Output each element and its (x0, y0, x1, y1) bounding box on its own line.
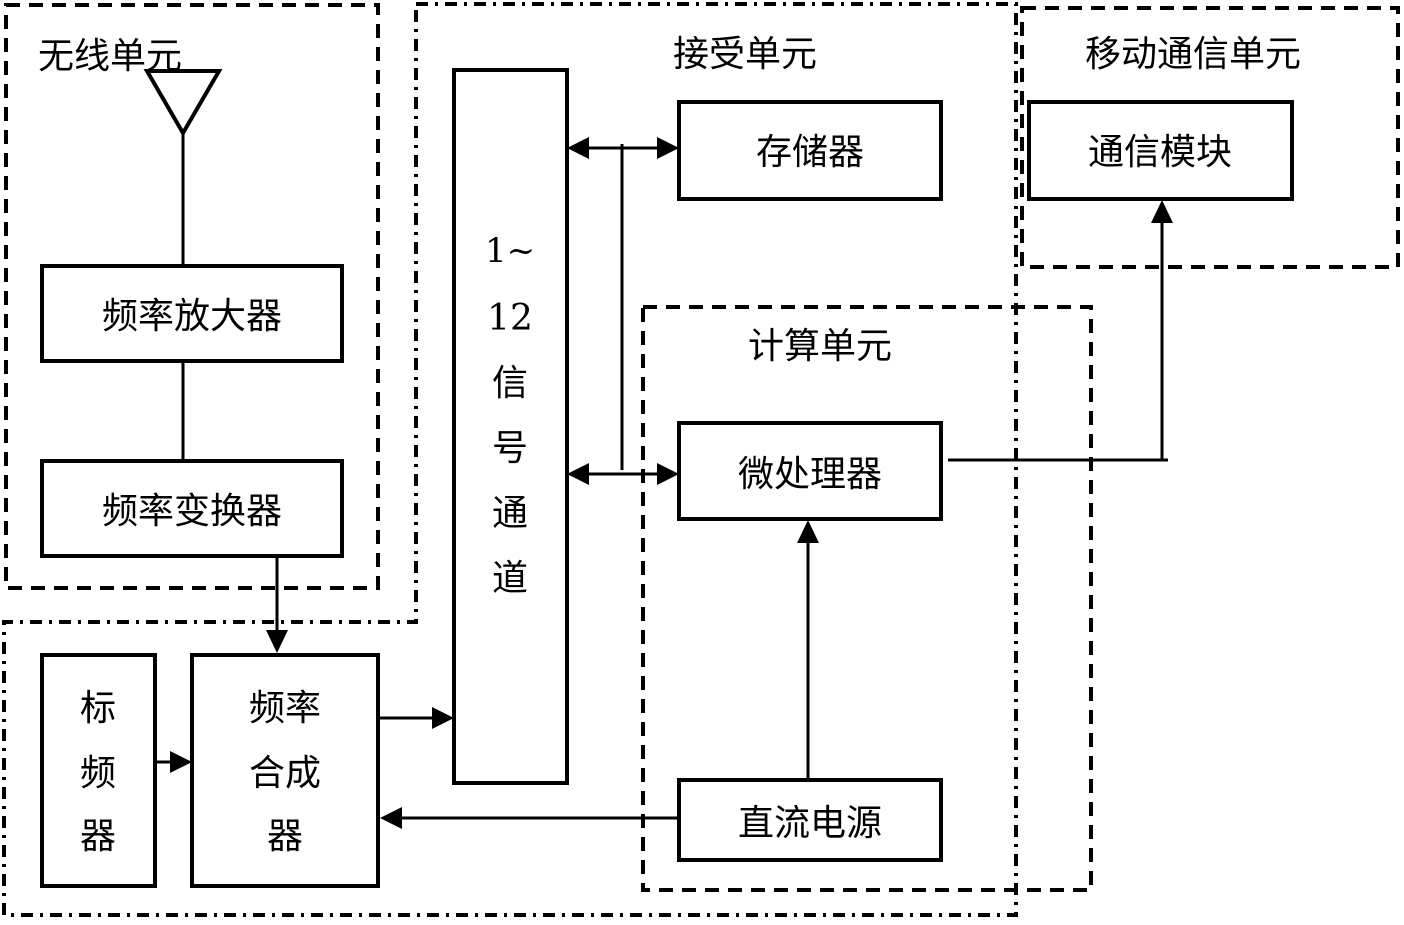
freq-converter-block: 频率变换器 (40, 459, 344, 558)
antenna-icon (143, 69, 223, 266)
svg-text:通信模块: 通信模块 (1088, 132, 1232, 173)
arrow-up-icon (1151, 200, 1173, 223)
svg-text:器: 器 (267, 816, 303, 857)
microprocessor-block: 微处理器 (677, 421, 943, 521)
ref-oscillator-block: 标 频 器 (40, 653, 157, 888)
svg-text:微处理器: 微处理器 (738, 454, 882, 495)
signal-channel-block: 1~ 12 信 号 通 道 (452, 68, 569, 785)
svg-text:直流电源: 直流电源 (738, 803, 882, 844)
svg-text:信: 信 (492, 363, 528, 404)
svg-text:器: 器 (80, 816, 116, 857)
micro-to-comm-wire (948, 222, 1168, 462)
comm-module-block: 通信模块 (1027, 100, 1294, 201)
svg-text:通: 通 (492, 493, 528, 534)
svg-text:号: 号 (492, 428, 528, 469)
arrow-up-icon (797, 520, 819, 543)
wireless-unit-border (4, 3, 380, 590)
svg-text:道: 道 (492, 558, 528, 599)
svg-text:12: 12 (487, 298, 533, 339)
receive-unit-title: 接受单元 (673, 34, 817, 75)
svg-text:存储器: 存储器 (756, 132, 864, 173)
svg-text:频: 频 (80, 753, 116, 794)
compute-unit-border (641, 305, 1093, 892)
mobile-comm-unit-border (1020, 6, 1400, 269)
freq-synth-block: 频率 合成 器 (190, 653, 380, 888)
svg-text:频率变换器: 频率变换器 (102, 491, 282, 532)
mobile-comm-unit-title: 移动通信单元 (1085, 34, 1301, 75)
compute-unit-title: 计算单元 (748, 326, 892, 367)
svg-text:频率放大器: 频率放大器 (102, 296, 282, 337)
dc-power-block: 直流电源 (677, 778, 943, 862)
receive-unit-border (2, 2, 1018, 917)
arrow-right-icon (657, 463, 679, 485)
svg-text:合成: 合成 (249, 753, 321, 794)
freq-amplifier-block: 频率放大器 (40, 264, 344, 363)
svg-text:频率: 频率 (249, 688, 321, 729)
arrow-left-icon (567, 137, 589, 159)
arrow-right-icon (170, 751, 192, 773)
arrow-right-icon (657, 137, 679, 159)
svg-text:标: 标 (80, 688, 116, 729)
arrow-right-icon (432, 707, 454, 729)
arrow-down-icon (266, 630, 288, 653)
arrow-left-icon (380, 807, 402, 829)
storage-block: 存储器 (677, 100, 943, 201)
arrow-left-icon (567, 463, 589, 485)
svg-text:1~: 1~ (485, 231, 535, 271)
